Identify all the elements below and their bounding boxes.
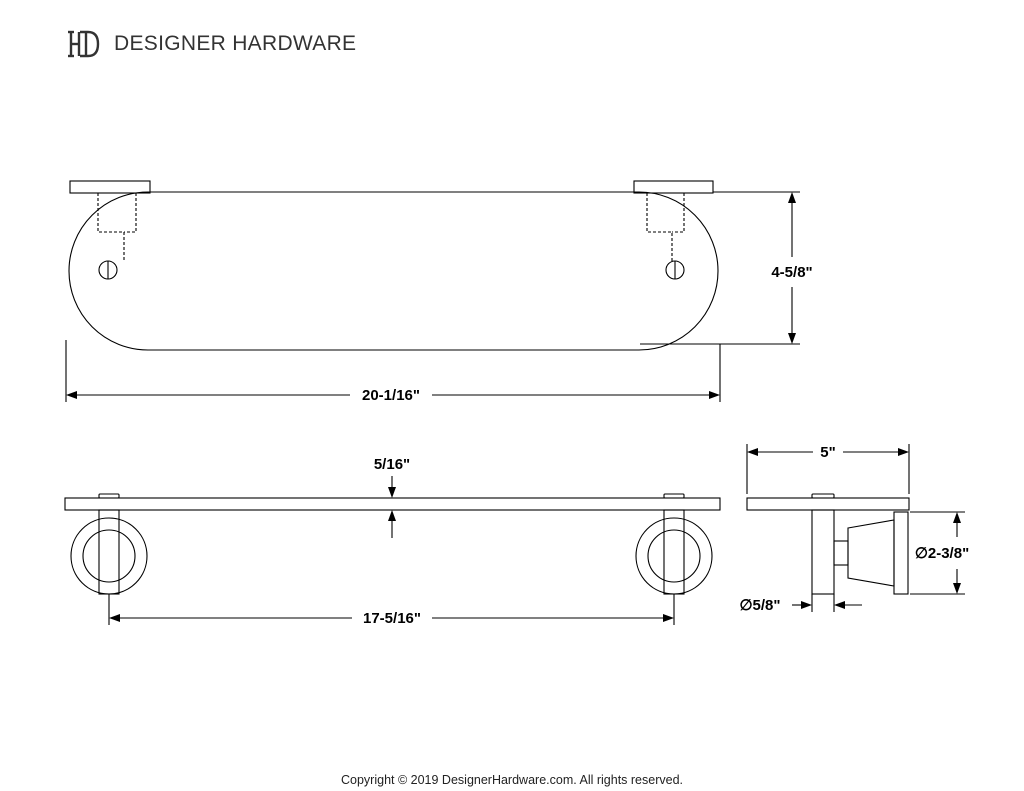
left-mount-screw: [98, 260, 118, 280]
bracket-spacing-label: 17-5/16": [363, 610, 421, 627]
left-bracket-hidden-lines: [97, 193, 137, 262]
right-bracket-hidden-lines: [646, 193, 685, 262]
side-view: [746, 444, 965, 612]
side-set-screw: [811, 493, 835, 499]
glass-shelf-edge: [64, 497, 721, 511]
right-bracket-front: [635, 509, 713, 595]
glass-shelf-side-edge: [746, 497, 910, 511]
post-connector: [833, 540, 849, 566]
brand-name: DESIGNER HARDWARE: [114, 32, 357, 55]
overall-length-label: 20-1/16": [362, 387, 420, 404]
right-mount-screw: [665, 260, 685, 280]
dimension-arrowheads: [66, 192, 961, 622]
support-arm: [811, 509, 835, 595]
front-view: [64, 476, 721, 625]
post-diameter-label: ∅5/8": [739, 597, 780, 614]
glass-thickness-label: 5/16": [374, 456, 410, 473]
left-bracket-front: [70, 509, 148, 595]
designer-hardware-logo-icon: [68, 30, 100, 58]
right-wall-flange: [633, 180, 714, 194]
brand-header: DESIGNER HARDWARE: [64, 24, 356, 64]
wall-flange-side: [893, 511, 909, 595]
mounting-cone: [847, 519, 895, 587]
shelf-depth-label: 4-5/8": [771, 264, 812, 281]
top-view: [65, 180, 800, 402]
left-wall-flange: [69, 180, 151, 194]
left-set-screw: [98, 493, 120, 499]
right-set-screw: [663, 493, 685, 499]
glass-shelf-outline: [68, 191, 719, 351]
projection-label: 5": [820, 444, 835, 461]
copyright-notice: Copyright © 2019 DesignerHardware.com. A…: [341, 773, 683, 787]
flange-diameter-label: ∅2-3/8": [915, 545, 969, 562]
